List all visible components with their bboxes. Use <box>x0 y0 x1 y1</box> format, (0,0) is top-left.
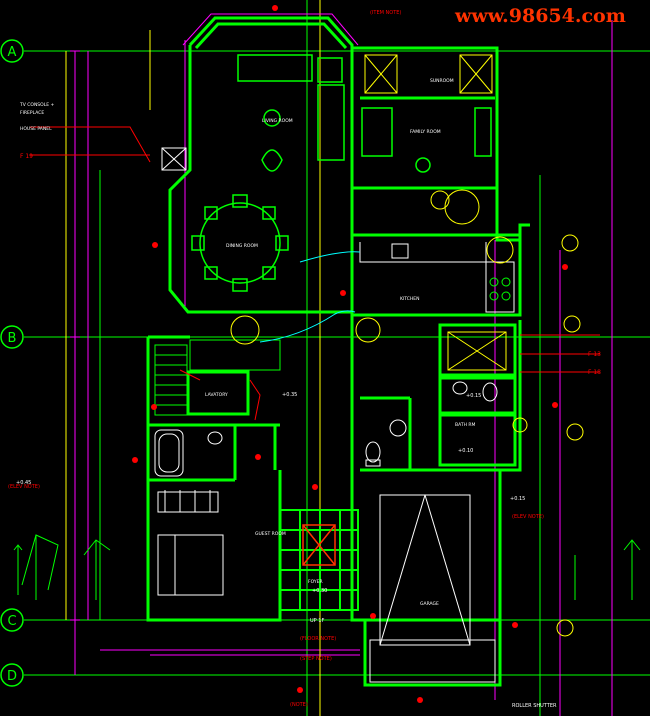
axis-label-d: D <box>7 669 17 684</box>
toilets <box>207 381 498 467</box>
shower-cross <box>447 331 507 371</box>
axis-bubble-b: B <box>0 325 24 349</box>
foyer-walls <box>279 509 359 611</box>
upper-block-inner <box>182 13 359 46</box>
cyan-lines <box>259 251 361 343</box>
guest-bed <box>157 491 224 596</box>
room-label-garage: GARAGE <box>420 601 439 607</box>
foyer-pattern <box>302 524 336 566</box>
room-label-kitchen: KITCHEN <box>400 296 420 302</box>
red-leaders <box>30 126 600 421</box>
svg-text:(STEP NOTE): (STEP NOTE) <box>300 656 332 662</box>
level-hall: +0.30 <box>312 588 327 594</box>
room-label-bath: BATH RM <box>455 422 476 428</box>
family-sofas <box>361 107 492 173</box>
note-f19: F 19 <box>20 153 33 160</box>
svg-text:(NOTE): (NOTE) <box>290 702 308 708</box>
axis-bubble-a: A <box>0 39 24 63</box>
left-trees <box>13 534 111 600</box>
room-label-living: LIVING ROOM <box>262 118 293 124</box>
level-right: +0.15 <box>510 496 525 502</box>
svg-text:(ITEM NOTE): (ITEM NOTE) <box>370 10 401 16</box>
family-block-walls <box>350 46 530 242</box>
room-label-dining: DINING ROOM <box>226 243 258 249</box>
chimney <box>161 147 187 171</box>
note-f13: F 13 <box>588 351 601 358</box>
level-left: +0.45 <box>16 480 31 486</box>
garage-car <box>369 494 496 683</box>
svg-text:(ELEV NOTE): (ELEV NOTE) <box>512 514 544 520</box>
tiny-labels: (ITEM NOTE) (NOTE) (ELEV NOTE) (ELEV NOT… <box>8 10 544 708</box>
plant-icons <box>230 189 584 637</box>
room-label-sunroom: SUNROOM <box>430 78 454 84</box>
axis-label-c: C <box>7 614 16 629</box>
axis-label-b: B <box>8 331 17 346</box>
stove-burners <box>489 277 511 301</box>
room-label-guest: GUEST ROOM <box>255 531 286 537</box>
label-up: UP 1F <box>310 618 324 624</box>
guest-wardrobe <box>164 490 211 512</box>
note-fireplace-2: FIREPLACE <box>20 110 44 116</box>
note-fireplace-1: TV CONSOLE + <box>19 102 54 108</box>
level-living: +0.35 <box>282 392 297 398</box>
living-sofas <box>237 54 345 172</box>
note-f18: F 18 <box>588 369 601 376</box>
axis-bubble-d: D <box>0 663 24 687</box>
bathtub <box>154 429 184 477</box>
room-label-lavatory: LAVATORY <box>205 392 228 398</box>
svg-text:(FLOOR NOTE): (FLOOR NOTE) <box>300 636 336 642</box>
note-fl2: +0.10 <box>458 448 473 454</box>
kitchen-walls <box>350 233 522 317</box>
red-markers <box>132 5 568 703</box>
note-fl1: +0.15 <box>466 393 481 399</box>
sunroom-windows <box>364 54 493 94</box>
axis-bubble-c: C <box>0 608 24 632</box>
note-panel: HOUSE PANEL <box>20 126 52 132</box>
room-label-foyer: FOYER <box>308 579 323 585</box>
grid-lines <box>24 0 650 716</box>
room-label-family: FAMILY ROOM <box>410 129 441 135</box>
svg-text:(ELEV NOTE): (ELEV NOTE) <box>8 484 40 490</box>
label-shutter: ROLLER SHUTTER <box>512 703 557 709</box>
dining-table <box>191 194 289 292</box>
center-walls <box>350 312 522 622</box>
axis-label-a: A <box>8 45 17 60</box>
right-trees <box>574 539 641 600</box>
garage-walls <box>363 620 502 687</box>
watermark-text: www.98654.com <box>454 5 626 27</box>
